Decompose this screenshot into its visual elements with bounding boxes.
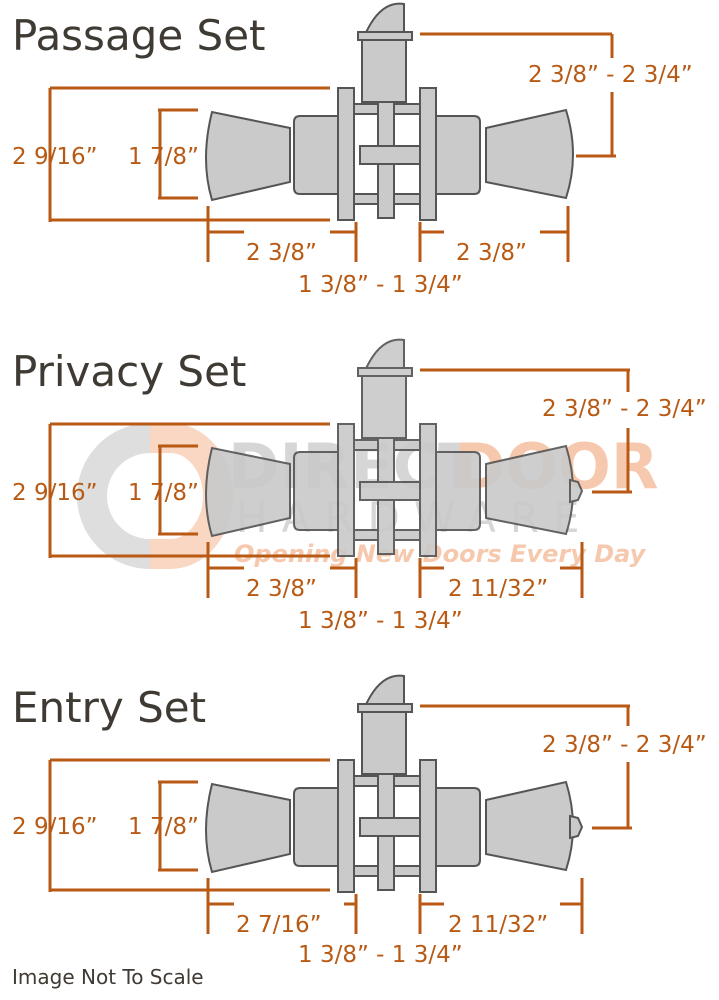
not-to-scale-note: Image Not To Scale: [12, 965, 204, 989]
door-thickness-label: 1 3/8” - 1 3/4”: [298, 942, 463, 968]
latch-faceplate: [357, 703, 413, 713]
right-rose: [435, 115, 481, 195]
door-thickness-label: 1 3/8” - 1 3/4”: [298, 608, 463, 634]
right-rose: [435, 787, 481, 867]
left-rose: [293, 787, 339, 867]
dimension-lines: [48, 368, 632, 598]
knob-height-label: 1 7/8”: [128, 814, 199, 840]
right-projection-label: 2 11/32”: [448, 576, 548, 602]
right-projection-line: [418, 542, 584, 598]
overall-height-label: 2 9/16”: [12, 480, 98, 506]
overall-height-line: [48, 422, 330, 558]
entry-set: Entry Set 2 9/16” 1 7/8” 2 3/8” - 2: [12, 674, 707, 968]
set-title: Privacy Set: [12, 347, 246, 396]
left-projection-line: [206, 878, 358, 934]
overall-height-line: [48, 86, 330, 222]
right-escutcheon-plate: [419, 87, 437, 221]
left-rose: [293, 451, 339, 531]
set-title: Entry Set: [12, 683, 206, 732]
privacy-button: [569, 478, 584, 504]
backset-label: 2 3/8” - 2 3/4”: [542, 732, 707, 758]
right-projection-label: 2 11/32”: [448, 912, 548, 938]
chassis-spindle: [359, 145, 421, 165]
lockset-drawing: [205, 674, 584, 893]
left-escutcheon-plate: [337, 423, 355, 557]
chassis-spindle: [359, 817, 421, 837]
knob-height-line: [158, 780, 198, 872]
right-projection-label: 2 3/8”: [456, 240, 527, 266]
overall-height-line: [48, 758, 330, 892]
chassis-spindle: [359, 481, 421, 501]
door-thickness-label: 1 3/8” - 1 3/4”: [298, 272, 463, 298]
backset-label: 2 3/8” - 2 3/4”: [528, 62, 693, 88]
backset-label: 2 3/8” - 2 3/4”: [542, 396, 707, 422]
backset-line: [420, 368, 632, 494]
backset-line: [420, 704, 632, 830]
left-projection-label: 2 3/8”: [246, 576, 317, 602]
latch-body: [361, 375, 407, 439]
lockset-drawing: [205, 338, 584, 557]
left-escutcheon-plate: [337, 87, 355, 221]
left-knob: [205, 110, 291, 202]
overall-height-label: 2 9/16”: [12, 144, 98, 170]
latch-body: [361, 711, 407, 775]
key-cylinder: [569, 814, 584, 840]
dimension-lines: [48, 704, 632, 934]
left-knob: [205, 782, 291, 874]
passage-set: Passage Set 2 9/16” 1 7/8” 2 3/8” - 2 3/…: [12, 2, 693, 298]
knob-height-label: 1 7/8”: [128, 480, 199, 506]
left-projection-label: 2 7/16”: [236, 912, 322, 938]
watermark-tagline: Opening New Doors Every Day: [234, 540, 647, 568]
right-escutcheon-plate: [419, 759, 437, 893]
dimension-lines: [48, 32, 616, 262]
left-projection-label: 2 3/8”: [246, 240, 317, 266]
right-escutcheon-plate: [419, 423, 437, 557]
knob-height-label: 1 7/8”: [128, 144, 199, 170]
backset-line: [420, 32, 616, 158]
right-rose: [435, 451, 481, 531]
latch-faceplate: [357, 31, 413, 41]
right-knob: [485, 780, 574, 872]
right-knob: [485, 108, 574, 200]
knob-height-line: [158, 444, 198, 536]
lockset-drawing: [205, 2, 574, 221]
left-projection-line: [206, 206, 358, 262]
latch-faceplate: [357, 367, 413, 377]
right-projection-line: [418, 206, 570, 262]
set-title: Passage Set: [12, 11, 266, 60]
latch-body: [361, 39, 407, 103]
overall-height-label: 2 9/16”: [12, 814, 98, 840]
left-projection-line: [206, 542, 358, 598]
left-knob: [205, 446, 291, 538]
right-projection-line: [418, 878, 584, 934]
left-escutcheon-plate: [337, 759, 355, 893]
privacy-set: Privacy Set 2 9/16” 1 7/8” 2 3/8” -: [12, 338, 707, 634]
left-rose: [293, 115, 339, 195]
knob-height-line: [158, 108, 198, 200]
